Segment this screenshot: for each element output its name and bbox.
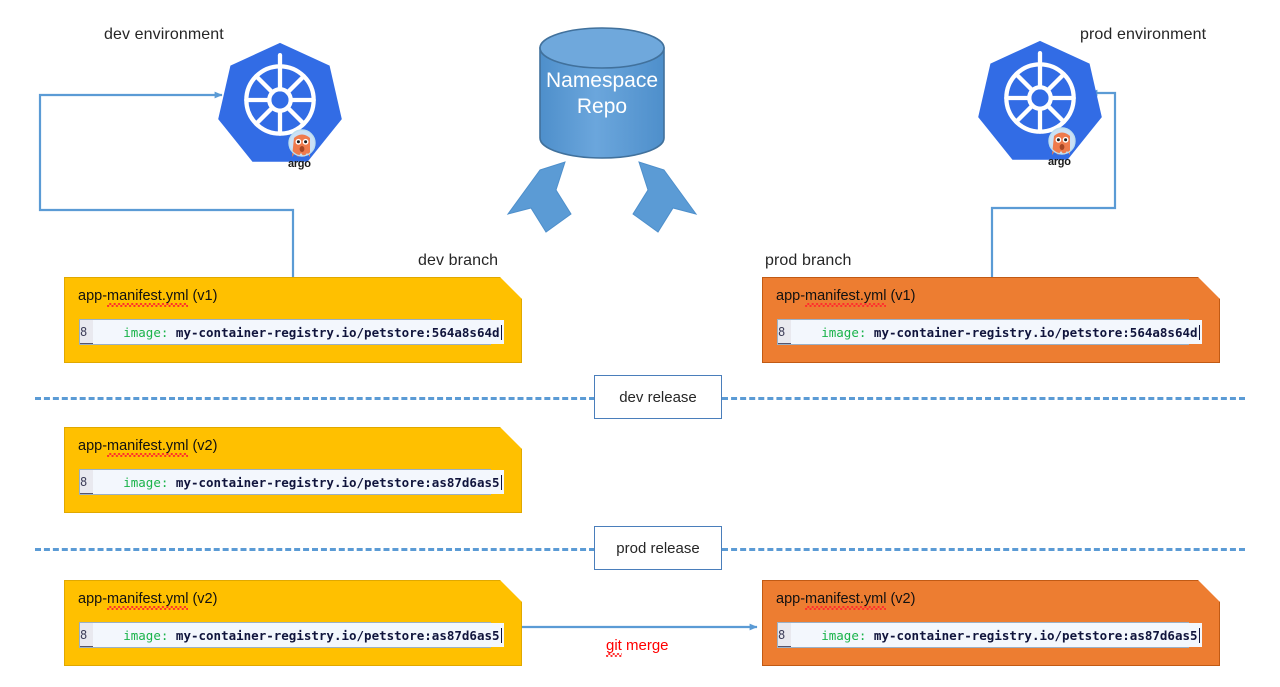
repo-cylinder bbox=[539, 27, 665, 159]
repo-label: Namespace Repo bbox=[512, 68, 692, 120]
card-border bbox=[762, 277, 1220, 363]
connector-prod-sync bbox=[990, 89, 1117, 277]
code-text[interactable]: image: my-container-registry.io/petstore… bbox=[93, 623, 504, 647]
dev-release-divider-left bbox=[35, 397, 595, 400]
card-border bbox=[64, 277, 522, 363]
line-number-gutter: 8 bbox=[80, 470, 93, 494]
code-text[interactable]: image: my-container-registry.io/petstore… bbox=[791, 623, 1202, 647]
repo-line-1: Namespace bbox=[545, 69, 659, 92]
dev-environment-label: dev environment bbox=[104, 26, 224, 43]
code-value: my-container-registry.io/petstore:564a8s… bbox=[866, 324, 1198, 340]
code-key: image: bbox=[123, 324, 169, 340]
code-text[interactable]: image: my-container-registry.io/petstore… bbox=[93, 320, 504, 344]
card-title-version: (v1) bbox=[188, 288, 218, 304]
code-line-prod-v1[interactable]: 8 image: my-container-registry.io/petsto… bbox=[777, 319, 1189, 345]
card-border bbox=[762, 580, 1220, 666]
line-number-gutter: 8 bbox=[778, 320, 791, 344]
card-title-prod-v2: app-manifest.yml (v2) bbox=[776, 591, 915, 607]
manifest-card-dev-v1[interactable]: app-manifest.yml (v1) 8 image: my-contai… bbox=[64, 277, 522, 363]
prod-environment-label: prod environment bbox=[1080, 26, 1207, 43]
code-text[interactable]: image: my-container-registry.io/petstore… bbox=[93, 470, 504, 494]
card-title-prod-v1: app-manifest.yml (v1) bbox=[776, 288, 915, 304]
argo-wordmark-dev: argo bbox=[288, 158, 311, 170]
kubernetes-icon-prod bbox=[978, 40, 1102, 160]
dev-branch-label: dev branch bbox=[418, 252, 499, 269]
manifest-card-dev-v2-bottom[interactable]: app-manifest.yml (v2) 8 image: my-contai… bbox=[64, 580, 522, 666]
card-title-filename: manifest.yml bbox=[805, 591, 886, 610]
card-title-filename: manifest.yml bbox=[107, 438, 188, 457]
card-title-filename: manifest.yml bbox=[107, 591, 188, 610]
code-line-dev-v1[interactable]: 8 image: my-container-registry.io/petsto… bbox=[79, 319, 491, 345]
card-title-prefix: app- bbox=[776, 591, 806, 607]
code-value: my-container-registry.io/petstore:564a8s… bbox=[168, 324, 500, 340]
connector-dev-sync bbox=[38, 91, 295, 277]
code-value: my-container-registry.io/petstore:as87d6… bbox=[168, 474, 500, 490]
repo-to-dev-arrow bbox=[506, 161, 572, 233]
code-key: image: bbox=[821, 324, 867, 340]
card-border bbox=[64, 427, 522, 513]
card-title-filename: manifest.yml bbox=[107, 288, 188, 307]
code-value: my-container-registry.io/petstore:as87d6… bbox=[866, 627, 1198, 643]
prod-branch-label: prod branch bbox=[765, 252, 852, 269]
git-merge-action: merge bbox=[621, 637, 669, 654]
repo-line-2: Repo bbox=[576, 95, 628, 118]
card-title-dev-v2-bottom: app-manifest.yml (v2) bbox=[78, 591, 217, 607]
code-text[interactable]: image: my-container-registry.io/petstore… bbox=[791, 320, 1202, 344]
text-caret bbox=[501, 628, 503, 643]
prod-release-divider-left bbox=[35, 548, 595, 551]
card-title-prefix: app- bbox=[78, 438, 108, 454]
git-merge-label: git merge bbox=[606, 637, 669, 654]
code-line-prod-v2[interactable]: 8 image: my-container-registry.io/petsto… bbox=[777, 622, 1189, 648]
manifest-card-dev-v2[interactable]: app-manifest.yml (v2) 8 image: my-contai… bbox=[64, 427, 522, 513]
argo-icon-dev bbox=[288, 129, 316, 157]
text-caret bbox=[501, 475, 503, 490]
dev-release-box[interactable]: dev release bbox=[594, 375, 722, 419]
card-title-prefix: app- bbox=[78, 288, 108, 304]
card-title-prefix: app- bbox=[776, 288, 806, 304]
card-title-version: (v2) bbox=[188, 438, 218, 454]
code-value: my-container-registry.io/petstore:as87d6… bbox=[168, 627, 500, 643]
line-number-gutter: 8 bbox=[80, 320, 93, 344]
repo-to-prod-arrow bbox=[632, 161, 698, 233]
kubernetes-icon-dev bbox=[218, 42, 342, 162]
dev-release-divider-right bbox=[722, 397, 1245, 400]
text-caret bbox=[1199, 325, 1201, 340]
code-line-dev-v2[interactable]: 8 image: my-container-registry.io/petsto… bbox=[79, 469, 491, 495]
card-title-version: (v1) bbox=[886, 288, 916, 304]
argo-wordmark-prod: argo bbox=[1048, 156, 1071, 168]
git-merge-keyword: git bbox=[606, 637, 622, 657]
line-number-gutter: 8 bbox=[778, 623, 791, 647]
card-title-version: (v2) bbox=[188, 591, 218, 607]
card-title-version: (v2) bbox=[886, 591, 916, 607]
card-border bbox=[64, 580, 522, 666]
card-title-dev-v1: app-manifest.yml (v1) bbox=[78, 288, 217, 304]
code-key: image: bbox=[821, 627, 867, 643]
code-key: image: bbox=[123, 474, 169, 490]
card-title-filename: manifest.yml bbox=[805, 288, 886, 307]
line-number-gutter: 8 bbox=[80, 623, 93, 647]
card-title-dev-v2: app-manifest.yml (v2) bbox=[78, 438, 217, 454]
manifest-card-prod-v1[interactable]: app-manifest.yml (v1) 8 image: my-contai… bbox=[762, 277, 1220, 363]
prod-release-divider-right bbox=[722, 548, 1245, 551]
card-title-prefix: app- bbox=[78, 591, 108, 607]
code-line-dev-v2-bottom[interactable]: 8 image: my-container-registry.io/petsto… bbox=[79, 622, 491, 648]
code-key: image: bbox=[123, 627, 169, 643]
prod-release-box[interactable]: prod release bbox=[594, 526, 722, 570]
text-caret bbox=[501, 325, 503, 340]
manifest-card-prod-v2[interactable]: app-manifest.yml (v2) 8 image: my-contai… bbox=[762, 580, 1220, 666]
text-caret bbox=[1199, 628, 1201, 643]
argo-icon-prod bbox=[1048, 127, 1076, 155]
